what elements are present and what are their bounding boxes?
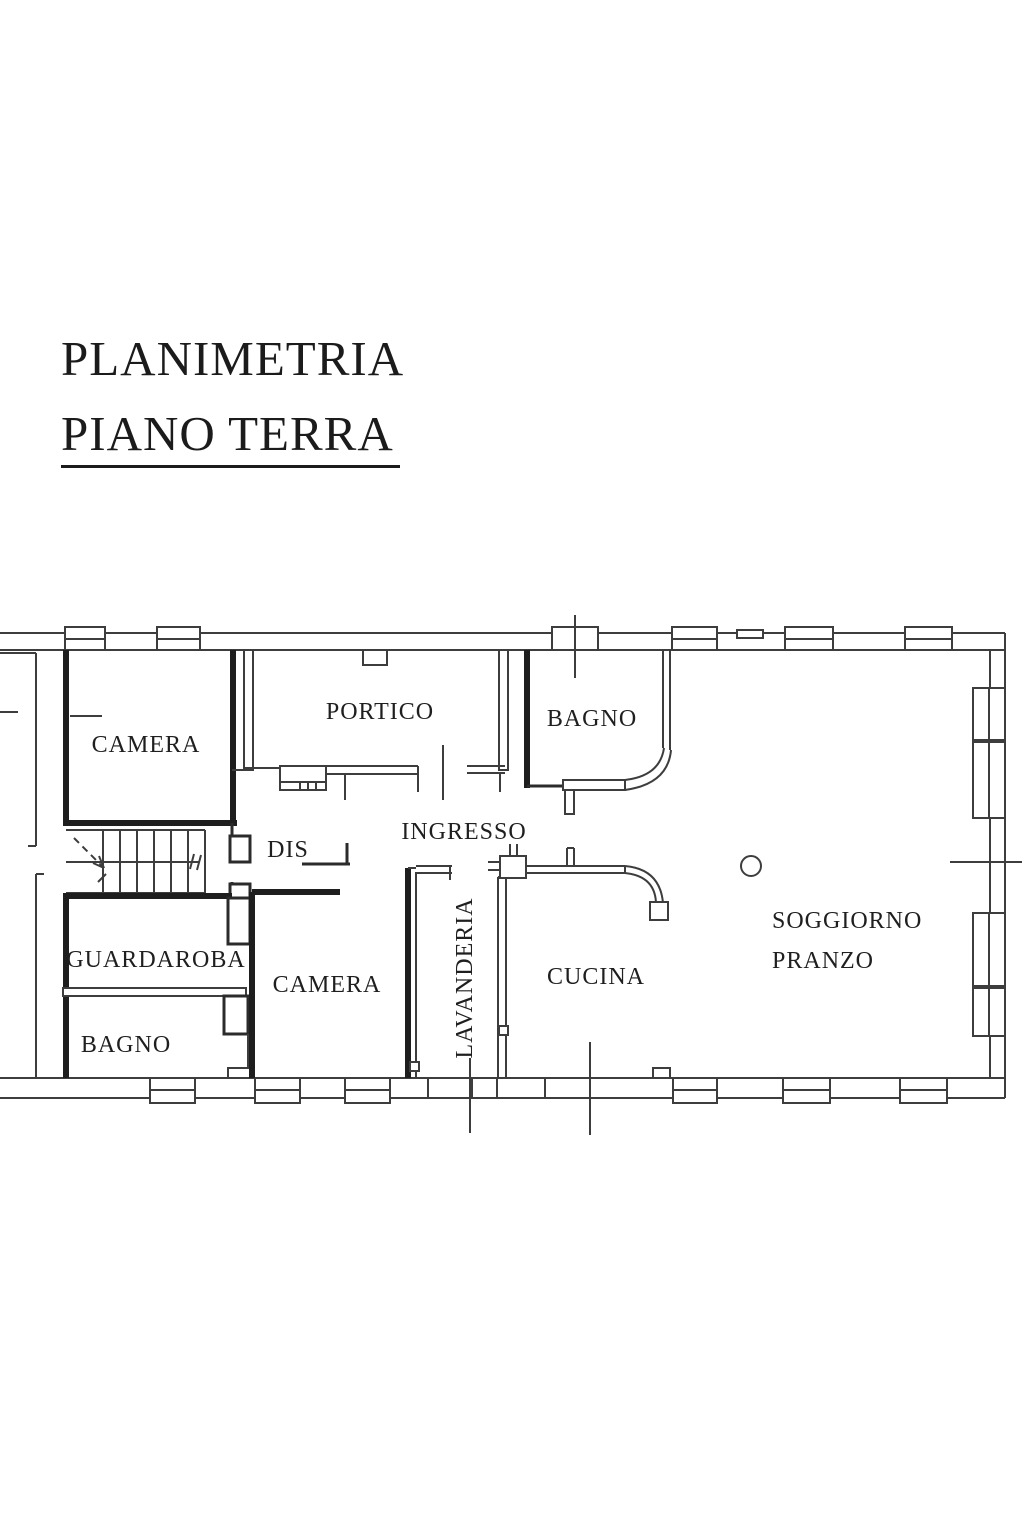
label-bagno-north: BAGNO — [547, 706, 637, 732]
door-opening-bottom — [427, 1077, 473, 1099]
wall-stub — [652, 1067, 671, 1079]
label-dis: DIS — [267, 837, 309, 863]
title-line-1: PLANIMETRIA — [61, 331, 405, 386]
windows-bottom-wall — [149, 1067, 948, 1104]
door-hinge-post — [564, 789, 575, 815]
walls-portico — [243, 649, 509, 800]
label-camera-south: CAMERA — [273, 972, 382, 998]
curved-wall — [624, 872, 657, 904]
left-adjacent-walls — [0, 652, 44, 1078]
label-camera-north: CAMERA — [92, 732, 201, 758]
label-bagno-south: BAGNO — [81, 1032, 171, 1058]
wall-post — [649, 901, 669, 921]
label-portico: PORTICO — [326, 699, 434, 725]
walls-bagno-south — [222, 994, 251, 1079]
walls-cucina — [488, 844, 669, 1036]
curved-wall — [624, 749, 672, 791]
label-ingresso: INGRESSO — [401, 819, 526, 845]
walls-camera-north — [63, 650, 253, 826]
curved-wall — [624, 747, 665, 781]
door-hinge — [409, 1061, 420, 1072]
curved-wall — [624, 865, 664, 904]
door-leaf — [562, 779, 626, 791]
stair-direction-arrow — [73, 837, 105, 869]
label-soggiorno-line1: SOGGIORNO — [772, 908, 922, 934]
walls-guardaroba — [62, 893, 252, 1078]
door-opening-bottom — [496, 1077, 546, 1099]
portico-step — [279, 765, 327, 791]
windows-right-wall — [972, 687, 1006, 1037]
room-labels: CAMERA PORTICO BAGNO INGRESSO DIS GUARDA… — [66, 699, 922, 1059]
label-guardaroba: GUARDAROBA — [66, 947, 245, 973]
door-jamb — [226, 896, 252, 946]
door-jamb — [228, 834, 252, 864]
wall-stub — [227, 1067, 251, 1079]
title-line-2: PIANO TERRA — [61, 409, 400, 468]
drawing-title: PLANIMETRIA PIANO TERRA — [61, 334, 404, 468]
column-circle — [740, 855, 762, 877]
door-hinge — [498, 1025, 509, 1036]
wall-notch — [736, 629, 764, 639]
wall-junction — [499, 855, 527, 879]
pillar — [362, 649, 388, 666]
walls-camera-south — [249, 868, 411, 1078]
door-jamb — [222, 994, 250, 1036]
walls-bagno-north — [524, 650, 672, 815]
staircase — [66, 829, 206, 894]
section-lines — [442, 615, 1022, 1135]
windows-top-wall — [64, 626, 953, 651]
label-lavanderia: LAVANDERIA — [452, 897, 478, 1058]
label-cucina: CUCINA — [547, 964, 645, 990]
label-soggiorno-line2: PRANZO — [772, 948, 874, 974]
